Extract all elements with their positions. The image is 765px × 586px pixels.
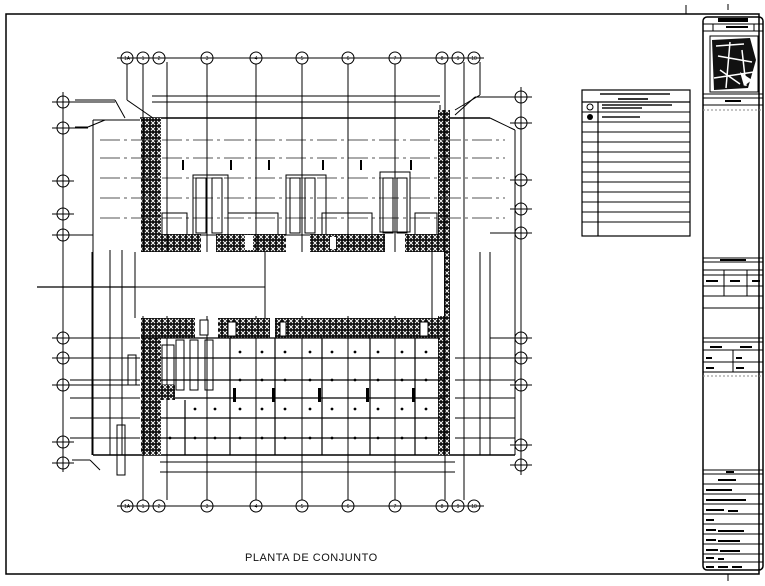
svg-text:5: 5 [301, 504, 304, 510]
svg-text:9: 9 [457, 504, 460, 510]
drawing-title: PLANTA DE CONJUNTO [245, 552, 378, 564]
svg-text:2: 2 [158, 56, 161, 62]
svg-text:1: 1 [142, 504, 145, 510]
legend-table [581, 89, 691, 237]
svg-text:6: 6 [347, 504, 350, 510]
sheet-border [5, 4, 760, 581]
svg-text:7: 7 [394, 56, 397, 62]
svg-text:2: 2 [158, 504, 161, 510]
svg-text:10: 10 [471, 56, 477, 62]
title-block [702, 16, 764, 571]
svg-text:1: 1 [142, 56, 145, 62]
svg-text:1A: 1A [124, 56, 131, 62]
svg-text:6: 6 [347, 56, 350, 62]
svg-text:9: 9 [457, 56, 460, 62]
svg-text:7: 7 [394, 504, 397, 510]
svg-text:8: 8 [441, 504, 444, 510]
svg-text:3: 3 [206, 56, 209, 62]
svg-text:4: 4 [255, 56, 258, 62]
floor-plan [37, 62, 516, 500]
svg-text:4: 4 [255, 504, 258, 510]
svg-text:5: 5 [301, 56, 304, 62]
svg-text:8: 8 [441, 56, 444, 62]
svg-text:10: 10 [471, 504, 477, 510]
svg-text:3: 3 [206, 504, 209, 510]
svg-text:1A: 1A [124, 504, 131, 510]
